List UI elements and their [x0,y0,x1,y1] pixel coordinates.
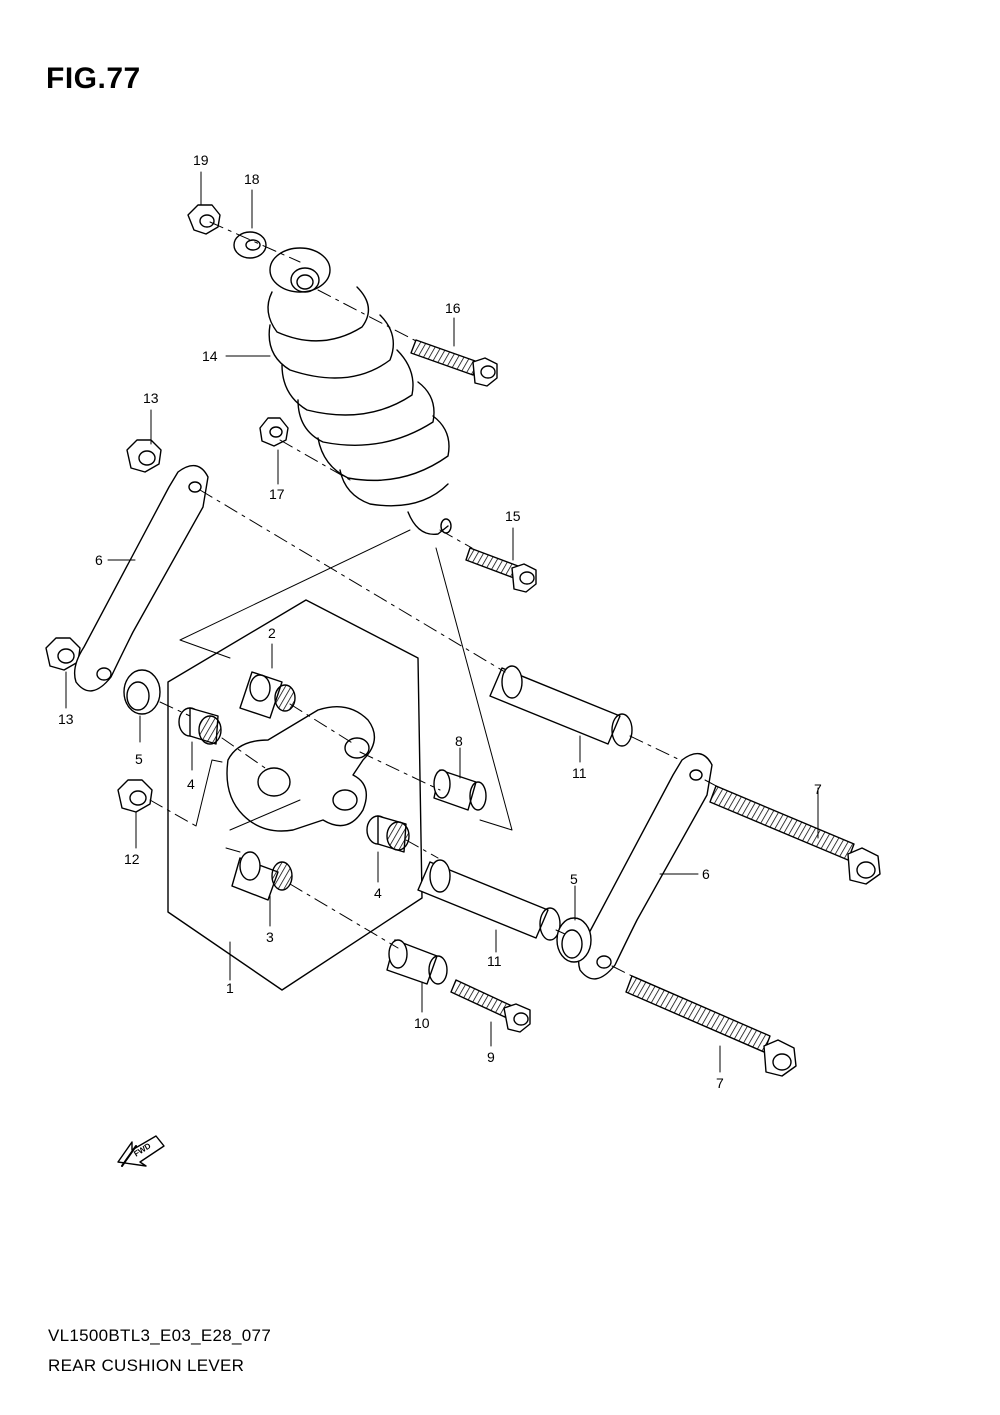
cushion-lever-assembly-outline [167,599,423,991]
bolt-15 [465,547,537,593]
callout-2: 2 [268,625,276,641]
callout-5-left: 5 [135,751,143,767]
cushion-rod-6-right [577,752,713,980]
callout-5-right: 5 [570,871,578,887]
washer-18 [233,231,267,259]
callout-9: 9 [487,1049,495,1065]
bearing-3 [231,851,293,901]
callout-19: 19 [193,152,209,168]
callout-15: 15 [505,508,521,524]
callout-18: 18 [244,171,260,187]
bearing-4-lower [366,815,410,853]
figure-name: REAR CUSHION LEVER [48,1356,245,1375]
washer-5-right [556,917,592,963]
callout-7-lower: 7 [716,1075,724,1091]
callout-6-left: 6 [95,552,103,568]
callout-12: 12 [124,851,140,867]
assembly-center-lines [149,221,721,977]
figure-title: FIG.77 [46,62,141,95]
washer-5-left [123,669,161,715]
callout-8: 8 [455,733,463,749]
spacer-11-upper [489,665,633,747]
callout-10: 10 [414,1015,430,1031]
nut-17 [259,417,289,447]
nut-12 [117,779,153,813]
figure-code: VL1500BTL3_E03_E28_077 [48,1326,272,1345]
bolt-9 [450,979,531,1033]
rear-shock-absorber [267,247,452,536]
callout-4-upper: 4 [187,776,195,792]
bolt-7-lower [625,975,797,1077]
cushion-lever-body [226,706,376,832]
spacer-10 [386,939,448,985]
callout-labels: 19 18 16 14 13 17 15 6 2 13 5 8 11 4 7 1… [58,152,822,1091]
cushion-rod-6-left [73,464,209,692]
callout-17: 17 [269,486,285,502]
callout-11-lower: 11 [487,953,502,969]
callout-4-lower: 4 [374,885,382,901]
spacer-8 [433,769,487,811]
callout-3: 3 [266,929,274,945]
callout-13-lower: 13 [58,711,74,727]
forward-direction-arrow-icon [117,1135,165,1167]
bolt-7-upper [709,785,881,885]
callout-6-right: 6 [702,866,710,882]
bearing-4-upper [178,707,222,745]
callout-7-upper: 7 [814,781,822,797]
callout-11-upper: 11 [572,765,587,781]
nut-19 [187,204,221,235]
leader-lines [65,171,819,1073]
reference-lines [179,529,513,853]
bearing-2 [239,671,296,719]
callout-13-upper: 13 [143,390,159,406]
nut-13-lower [45,637,81,671]
callout-1: 1 [226,980,234,996]
spacer-11-lower [417,859,561,941]
callout-16: 16 [445,300,461,316]
nut-13-upper [126,439,162,473]
bolt-16 [410,339,498,387]
callout-14: 14 [202,348,218,364]
